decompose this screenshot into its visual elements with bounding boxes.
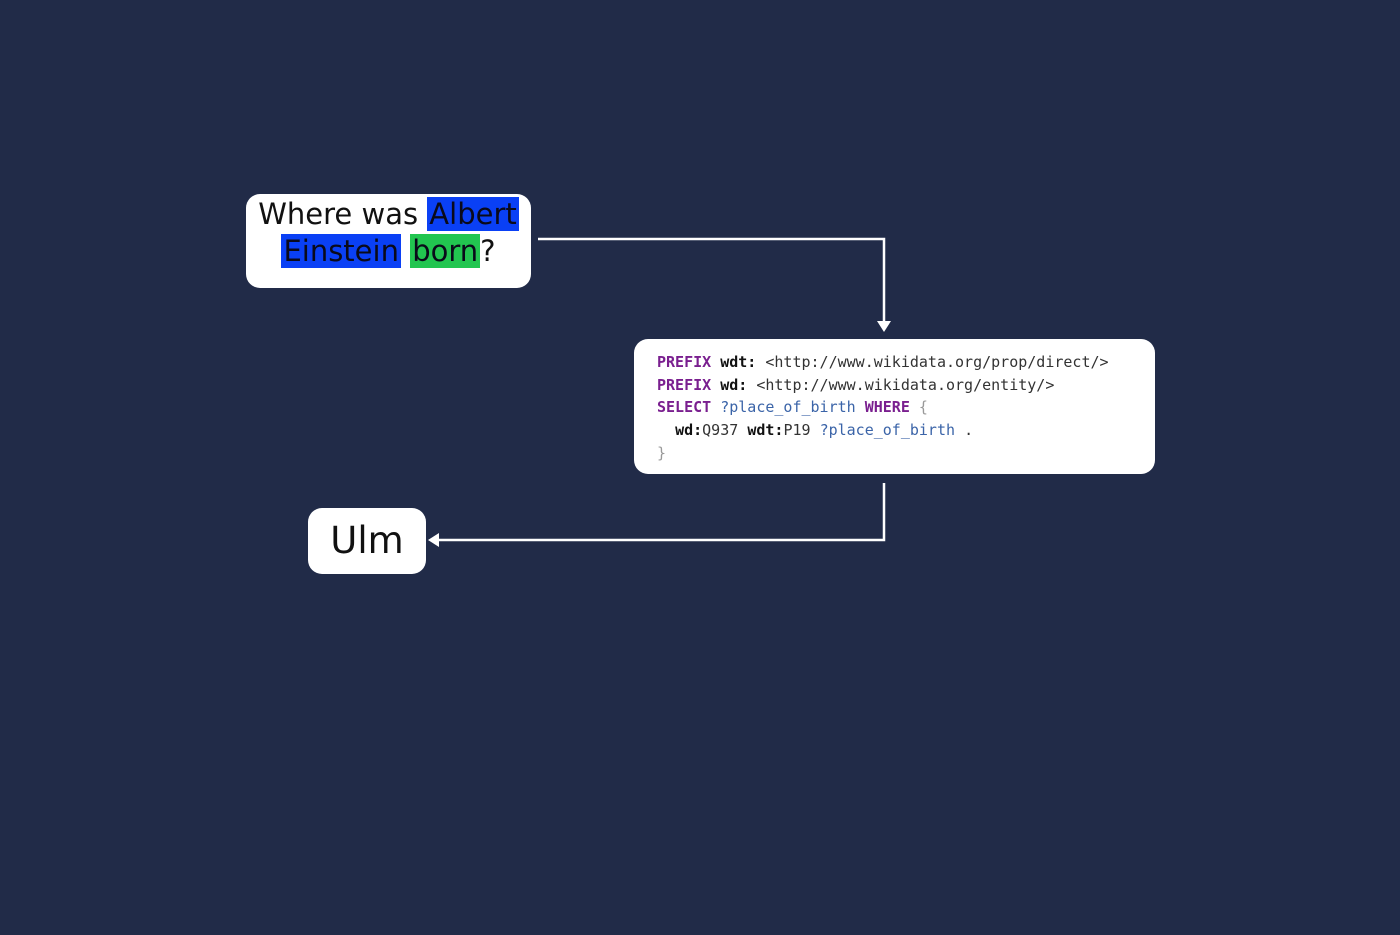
query-line-5: } (657, 442, 1155, 465)
query-line-3: SELECT ?place_of_birth WHERE { (657, 396, 1155, 419)
prefix-wd: wd: (720, 375, 748, 394)
variable-place-of-birth: ?place_of_birth (720, 398, 856, 417)
statement-dot: . (964, 421, 974, 440)
open-brace: { (918, 398, 928, 417)
close-brace: } (657, 443, 667, 462)
relation-highlight-born: born (410, 234, 481, 268)
keyword-where: WHERE (864, 398, 910, 417)
arrowhead-down-icon (877, 321, 891, 332)
question-prefix: Where was (258, 197, 428, 231)
query-line-1: PREFIX wdt: <http://www.wikidata.org/pro… (657, 351, 1155, 374)
keyword-prefix: PREFIX (657, 375, 712, 394)
property-id: P19 (783, 421, 811, 440)
arrow-query-to-answer (438, 483, 886, 542)
arrowhead-left-icon (428, 533, 439, 547)
iri-wd: <http://www.wikidata.org/entity/> (756, 375, 1055, 394)
keyword-select: SELECT (657, 398, 712, 417)
entity-id: Q937 (702, 421, 739, 440)
keyword-prefix: PREFIX (657, 353, 712, 371)
prefix-wdt-ref: wdt: (747, 421, 784, 440)
arrow-question-to-query (538, 237, 886, 322)
answer-text: Ulm (330, 519, 404, 562)
query-line-4: wd:Q937 wdt:P19 ?place_of_birth . (657, 419, 1155, 442)
question-suffix: ? (480, 234, 496, 268)
variable-place-of-birth: ?place_of_birth (819, 421, 956, 440)
entity-highlight-albert: Albert (427, 197, 519, 231)
sparql-query-box: PREFIX wdt: <http://www.wikidata.org/pro… (634, 339, 1155, 474)
prefix-wdt: wdt: (720, 353, 757, 371)
query-line-2: PREFIX wd: <http://www.wikidata.org/enti… (657, 374, 1155, 397)
iri-wdt: <http://www.wikidata.org/prop/direct/> (765, 353, 1109, 371)
answer-box: Ulm (308, 508, 426, 574)
entity-highlight-einstein: Einstein (281, 234, 401, 268)
question-box: Where was Albert Einstein born? (246, 194, 531, 288)
prefix-wd-ref: wd: (675, 421, 703, 440)
